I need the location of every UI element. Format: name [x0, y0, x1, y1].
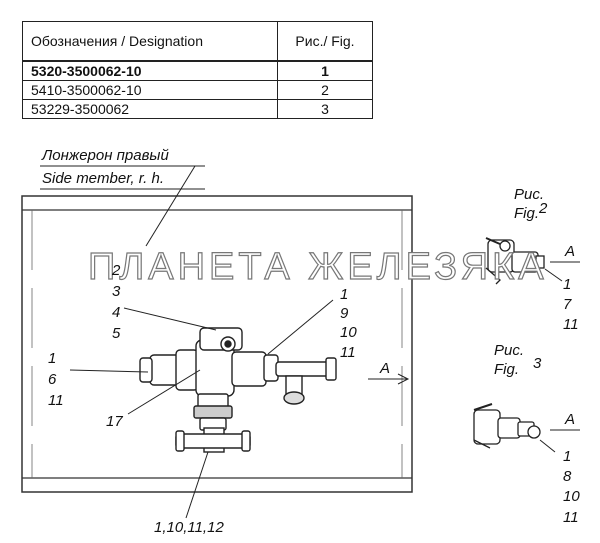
- table-header-row: Обозначения / Designation Рис./ Fig.: [22, 21, 373, 62]
- fig3-callout-11: 11: [563, 509, 579, 526]
- fig2-number: 2: [539, 200, 548, 217]
- designation-table: Обозначения / Designation Рис./ Fig. 532…: [22, 21, 373, 119]
- callout-bottom: 1,10,11,12: [154, 519, 224, 536]
- fig2-callout-11: 11: [563, 316, 579, 333]
- designation-cell: 5410-3500062-10: [22, 80, 278, 100]
- fig3-label-en: Fig.: [494, 361, 520, 378]
- fig2-label-ru: Рис.: [514, 186, 545, 203]
- side-member-label-ru: Лонжерон правый: [42, 147, 169, 164]
- callout-right-1: 1: [340, 286, 349, 303]
- fig3-callout-8: 8: [563, 468, 572, 485]
- fig3-label-ru: Рис.: [494, 342, 525, 359]
- fig2-label-en: Fig.: [514, 205, 540, 222]
- view-a-fig3: A: [565, 411, 576, 428]
- side-member-outline: [21, 195, 413, 493]
- figure-cell: 3: [277, 99, 373, 119]
- callout-17: 17: [106, 413, 123, 430]
- fig3-callout-10: 10: [563, 488, 580, 505]
- fig3-valve: [473, 403, 541, 449]
- callout-right-10: 10: [340, 324, 357, 341]
- header-figure: Рис./ Fig.: [277, 21, 373, 62]
- header-designation: Обозначения / Designation: [22, 21, 278, 62]
- table-row: 53229-3500062 3: [22, 99, 373, 119]
- callout-right-11: 11: [340, 344, 356, 361]
- view-a-fig1: A: [380, 360, 391, 377]
- table-row: 5410-3500062-10 2: [22, 80, 373, 100]
- callout-left-1: 1: [48, 350, 57, 367]
- fig2-valve: [485, 237, 545, 285]
- callout-left-11: 11: [48, 392, 64, 409]
- valve-assembly: [139, 327, 337, 453]
- designation-cell: 53229-3500062: [22, 99, 278, 119]
- callout-3: 3: [112, 283, 121, 300]
- callout-left-6: 6: [48, 371, 57, 388]
- callout-right-9: 9: [340, 305, 349, 322]
- callout-4: 4: [112, 304, 121, 321]
- side-member-label-en: Side member, r. h.: [42, 170, 164, 187]
- fig2-callout-1: 1: [563, 276, 572, 293]
- fig2-callout-7: 7: [563, 296, 572, 313]
- fig3-callout-1: 1: [563, 448, 572, 465]
- fig3-number: 3: [533, 355, 542, 372]
- watermark: ПЛАНЕТА ЖЕЛЕЗЯКА: [87, 245, 548, 288]
- callout-5: 5: [112, 325, 121, 342]
- view-a-fig2: A: [565, 243, 576, 260]
- callout-2: 2: [112, 262, 121, 279]
